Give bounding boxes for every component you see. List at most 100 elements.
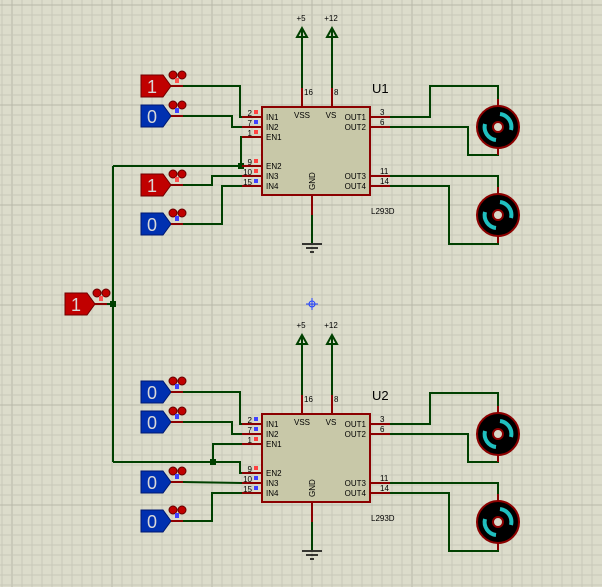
pin-label: IN4 xyxy=(266,489,279,498)
pin-label: EN2 xyxy=(266,469,282,478)
probe-toggle-icon[interactable] xyxy=(92,288,102,298)
power-rail-label: +12 xyxy=(324,14,338,23)
probe-state-indicator xyxy=(175,414,179,419)
pin-state-indicator xyxy=(254,417,258,421)
logic-state-probe[interactable]: 0 xyxy=(140,466,187,494)
wire[interactable] xyxy=(183,421,242,435)
wire[interactable] xyxy=(183,391,242,425)
probe-toggle-icon[interactable] xyxy=(168,100,178,110)
chip-reference: U2 xyxy=(372,388,389,403)
probe-toggle-icon[interactable] xyxy=(177,376,187,386)
pin-label: VSS xyxy=(294,111,310,120)
probe-toggle-icon[interactable] xyxy=(177,208,187,218)
l293d-chip-u1[interactable]: 27191015361114+516+128IN1IN2EN1EN2IN3IN4… xyxy=(242,14,395,253)
wire[interactable] xyxy=(390,85,499,118)
pin-number: 15 xyxy=(243,485,252,494)
probe-state-indicator xyxy=(175,474,179,479)
probe-toggle-icon[interactable] xyxy=(177,169,187,179)
pin-label: IN2 xyxy=(266,430,279,439)
logic-state-probe[interactable]: 0 xyxy=(140,100,187,128)
power-terminal-icon xyxy=(325,332,339,345)
wire[interactable] xyxy=(183,492,242,522)
pin-state-indicator xyxy=(254,486,258,490)
power-rail-label: +5 xyxy=(296,321,306,330)
pin-label: OUT1 xyxy=(345,420,367,429)
pin-label: OUT4 xyxy=(345,489,367,498)
probe-toggle-icon[interactable] xyxy=(168,70,178,80)
probe-state-indicator xyxy=(175,513,179,518)
probe-state-indicator xyxy=(175,384,179,389)
probe-state-indicator xyxy=(99,296,103,301)
probe-state-indicator xyxy=(175,216,179,221)
wire[interactable] xyxy=(183,175,242,186)
dc-motor[interactable] xyxy=(476,494,520,550)
probe-value: 0 xyxy=(147,107,157,127)
probe-toggle-icon[interactable] xyxy=(101,288,111,298)
probe-value: 0 xyxy=(147,413,157,433)
probe-state-indicator xyxy=(175,78,179,83)
pin-label: IN4 xyxy=(266,182,279,191)
pin-state-indicator xyxy=(254,476,258,480)
probe-toggle-icon[interactable] xyxy=(168,466,178,476)
probe-toggle-icon[interactable] xyxy=(168,169,178,179)
wire[interactable] xyxy=(113,461,242,474)
wire[interactable] xyxy=(183,85,242,118)
wire[interactable] xyxy=(240,136,242,166)
logic-state-probe[interactable]: 1 xyxy=(140,169,187,197)
logic-state-probe[interactable]: 0 xyxy=(140,505,187,533)
probe-body xyxy=(140,380,172,404)
pin-label: IN1 xyxy=(266,113,279,122)
motor-rotor-icon xyxy=(499,419,514,438)
logic-state-probe[interactable]: 0 xyxy=(140,406,187,434)
pin-label: OUT4 xyxy=(345,182,367,191)
junction-dot xyxy=(210,459,216,465)
dc-motor[interactable] xyxy=(476,187,520,243)
pin-state-indicator xyxy=(254,120,258,124)
pin-number: 6 xyxy=(380,425,385,434)
pin-number: 1 xyxy=(248,436,253,445)
probe-toggle-icon[interactable] xyxy=(177,466,187,476)
probe-toggle-icon[interactable] xyxy=(177,100,187,110)
pin-label: IN1 xyxy=(266,420,279,429)
motor-rotor-icon xyxy=(499,507,514,526)
pin-label: OUT2 xyxy=(345,430,367,439)
wire[interactable] xyxy=(212,443,242,462)
probe-toggle-icon[interactable] xyxy=(168,208,178,218)
logic-state-probe[interactable]: 1 xyxy=(64,288,111,316)
probe-toggle-icon[interactable] xyxy=(168,505,178,515)
pin-number: 14 xyxy=(380,177,389,186)
motor-shaft xyxy=(492,121,504,133)
wire[interactable] xyxy=(183,115,242,128)
l293d-chip-u2[interactable]: 27191015361114+516+128IN1IN2EN1EN2IN3IN4… xyxy=(242,321,395,560)
pin-number: 7 xyxy=(248,119,253,128)
pin-number: 10 xyxy=(243,168,252,177)
wire[interactable] xyxy=(183,185,242,225)
pin-number: 3 xyxy=(380,415,385,424)
probe-body xyxy=(140,470,172,494)
wire[interactable] xyxy=(390,392,499,425)
pin-label: OUT2 xyxy=(345,123,367,132)
wire[interactable] xyxy=(182,481,243,484)
probe-toggle-icon[interactable] xyxy=(168,406,178,416)
pin-number: 1 xyxy=(248,129,253,138)
logic-state-probe[interactable]: 0 xyxy=(140,208,187,236)
dc-motor[interactable] xyxy=(476,99,520,155)
probe-toggle-icon[interactable] xyxy=(177,70,187,80)
ground-icon xyxy=(302,550,322,560)
pin-number: 16 xyxy=(304,395,313,404)
chip-part-name: L293D xyxy=(371,514,395,523)
motor-shaft xyxy=(492,428,504,440)
probe-toggle-icon[interactable] xyxy=(177,505,187,515)
probe-toggle-icon[interactable] xyxy=(168,376,178,386)
probe-body xyxy=(140,410,172,434)
junction-dot xyxy=(238,163,244,169)
pin-number: 8 xyxy=(334,88,339,97)
logic-state-probe[interactable]: 0 xyxy=(140,376,187,404)
probe-toggle-icon[interactable] xyxy=(177,406,187,416)
dc-motor[interactable] xyxy=(476,406,520,462)
pin-number: 16 xyxy=(304,88,313,97)
pin-number: 10 xyxy=(243,475,252,484)
pin-state-indicator xyxy=(254,437,258,441)
logic-state-probe[interactable]: 1 xyxy=(140,70,187,98)
